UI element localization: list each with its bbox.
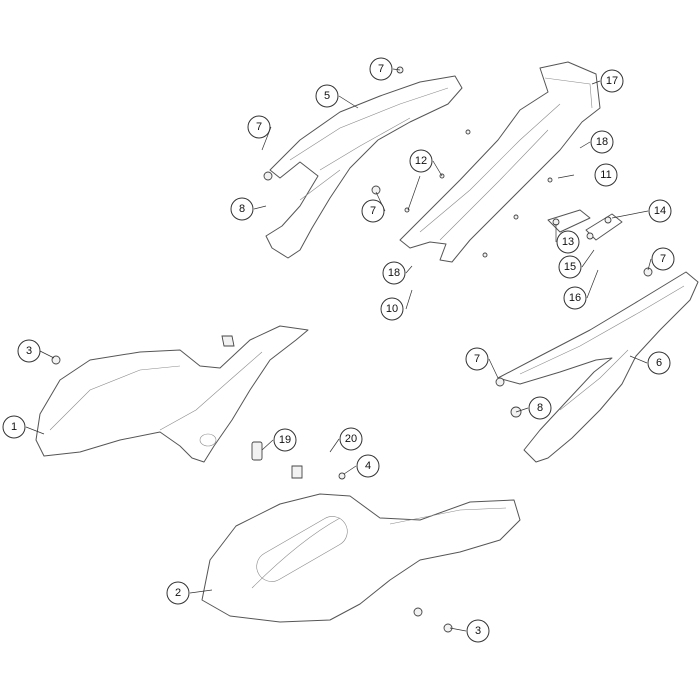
callout-3-right: 3 <box>466 619 490 643</box>
callout-10-label: 10 <box>386 303 398 315</box>
callout-7-lower-label: 7 <box>474 353 480 365</box>
callout-14: 14 <box>648 199 672 223</box>
callout-15: 15 <box>558 255 582 279</box>
callout-19-label: 19 <box>279 434 291 446</box>
callout-18-top-label: 18 <box>596 136 608 148</box>
callout-3-right-label: 3 <box>475 625 481 637</box>
callout-11: 11 <box>594 163 618 187</box>
callout-11-label: 11 <box>600 169 611 181</box>
callout-17-label: 17 <box>606 75 618 87</box>
callout-3-left: 3 <box>17 339 41 363</box>
callout-19: 19 <box>273 428 297 452</box>
callout-10: 10 <box>380 297 404 321</box>
callout-8-left-label: 8 <box>239 203 245 215</box>
callout-20-label: 20 <box>345 433 357 445</box>
callout-16-label: 16 <box>569 292 581 304</box>
callout-4-label: 4 <box>365 460 371 472</box>
callout-16: 16 <box>563 286 587 310</box>
callout-2-label: 2 <box>175 587 181 599</box>
callout-3-left-label: 3 <box>26 345 32 357</box>
callout-7-top-label: 7 <box>378 63 384 75</box>
callout-1-label: 1 <box>11 421 17 433</box>
callout-2: 2 <box>166 581 190 605</box>
part-14-bracket <box>585 213 623 241</box>
callout-5-label: 5 <box>324 90 330 102</box>
callout-12-label: 12 <box>415 155 427 167</box>
callout-14-label: 14 <box>654 205 666 217</box>
callout-6: 6 <box>647 351 671 375</box>
callout-18-top: 18 <box>590 130 614 154</box>
callout-7-left: 7 <box>247 115 271 139</box>
part-6-right-tail-fairing <box>495 267 699 463</box>
callout-18-bottom: 18 <box>382 261 406 285</box>
callout-8-left: 8 <box>230 197 254 221</box>
callout-7-left-label: 7 <box>256 121 262 133</box>
callout-1: 1 <box>2 415 26 439</box>
callout-13-label: 13 <box>562 236 574 248</box>
part-5-left-tail-fairing <box>263 66 463 259</box>
callout-7-top: 7 <box>369 57 393 81</box>
part-13-bracket <box>547 209 591 233</box>
callout-6-label: 6 <box>656 357 662 369</box>
callout-12: 12 <box>409 149 433 173</box>
callout-8-right-label: 8 <box>537 402 543 414</box>
leader-lines <box>25 68 652 632</box>
callout-13: 13 <box>556 230 580 254</box>
callout-18-bottom-label: 18 <box>388 267 400 279</box>
callout-7-right-label: 7 <box>660 253 666 265</box>
callout-20: 20 <box>339 427 363 451</box>
callout-7-right: 7 <box>651 247 675 271</box>
callout-7-middle-label: 7 <box>370 205 376 217</box>
callout-5: 5 <box>315 84 339 108</box>
callout-8-right: 8 <box>528 396 552 420</box>
callout-15-label: 15 <box>564 261 576 273</box>
part-17-undertray <box>399 61 601 263</box>
callout-7-middle: 7 <box>361 199 385 223</box>
callout-17: 17 <box>600 69 624 93</box>
part-1-left-side-cover <box>35 325 309 463</box>
callout-4: 4 <box>356 454 380 478</box>
part-2-right-side-cover <box>201 465 521 633</box>
callout-7-lower: 7 <box>465 347 489 371</box>
